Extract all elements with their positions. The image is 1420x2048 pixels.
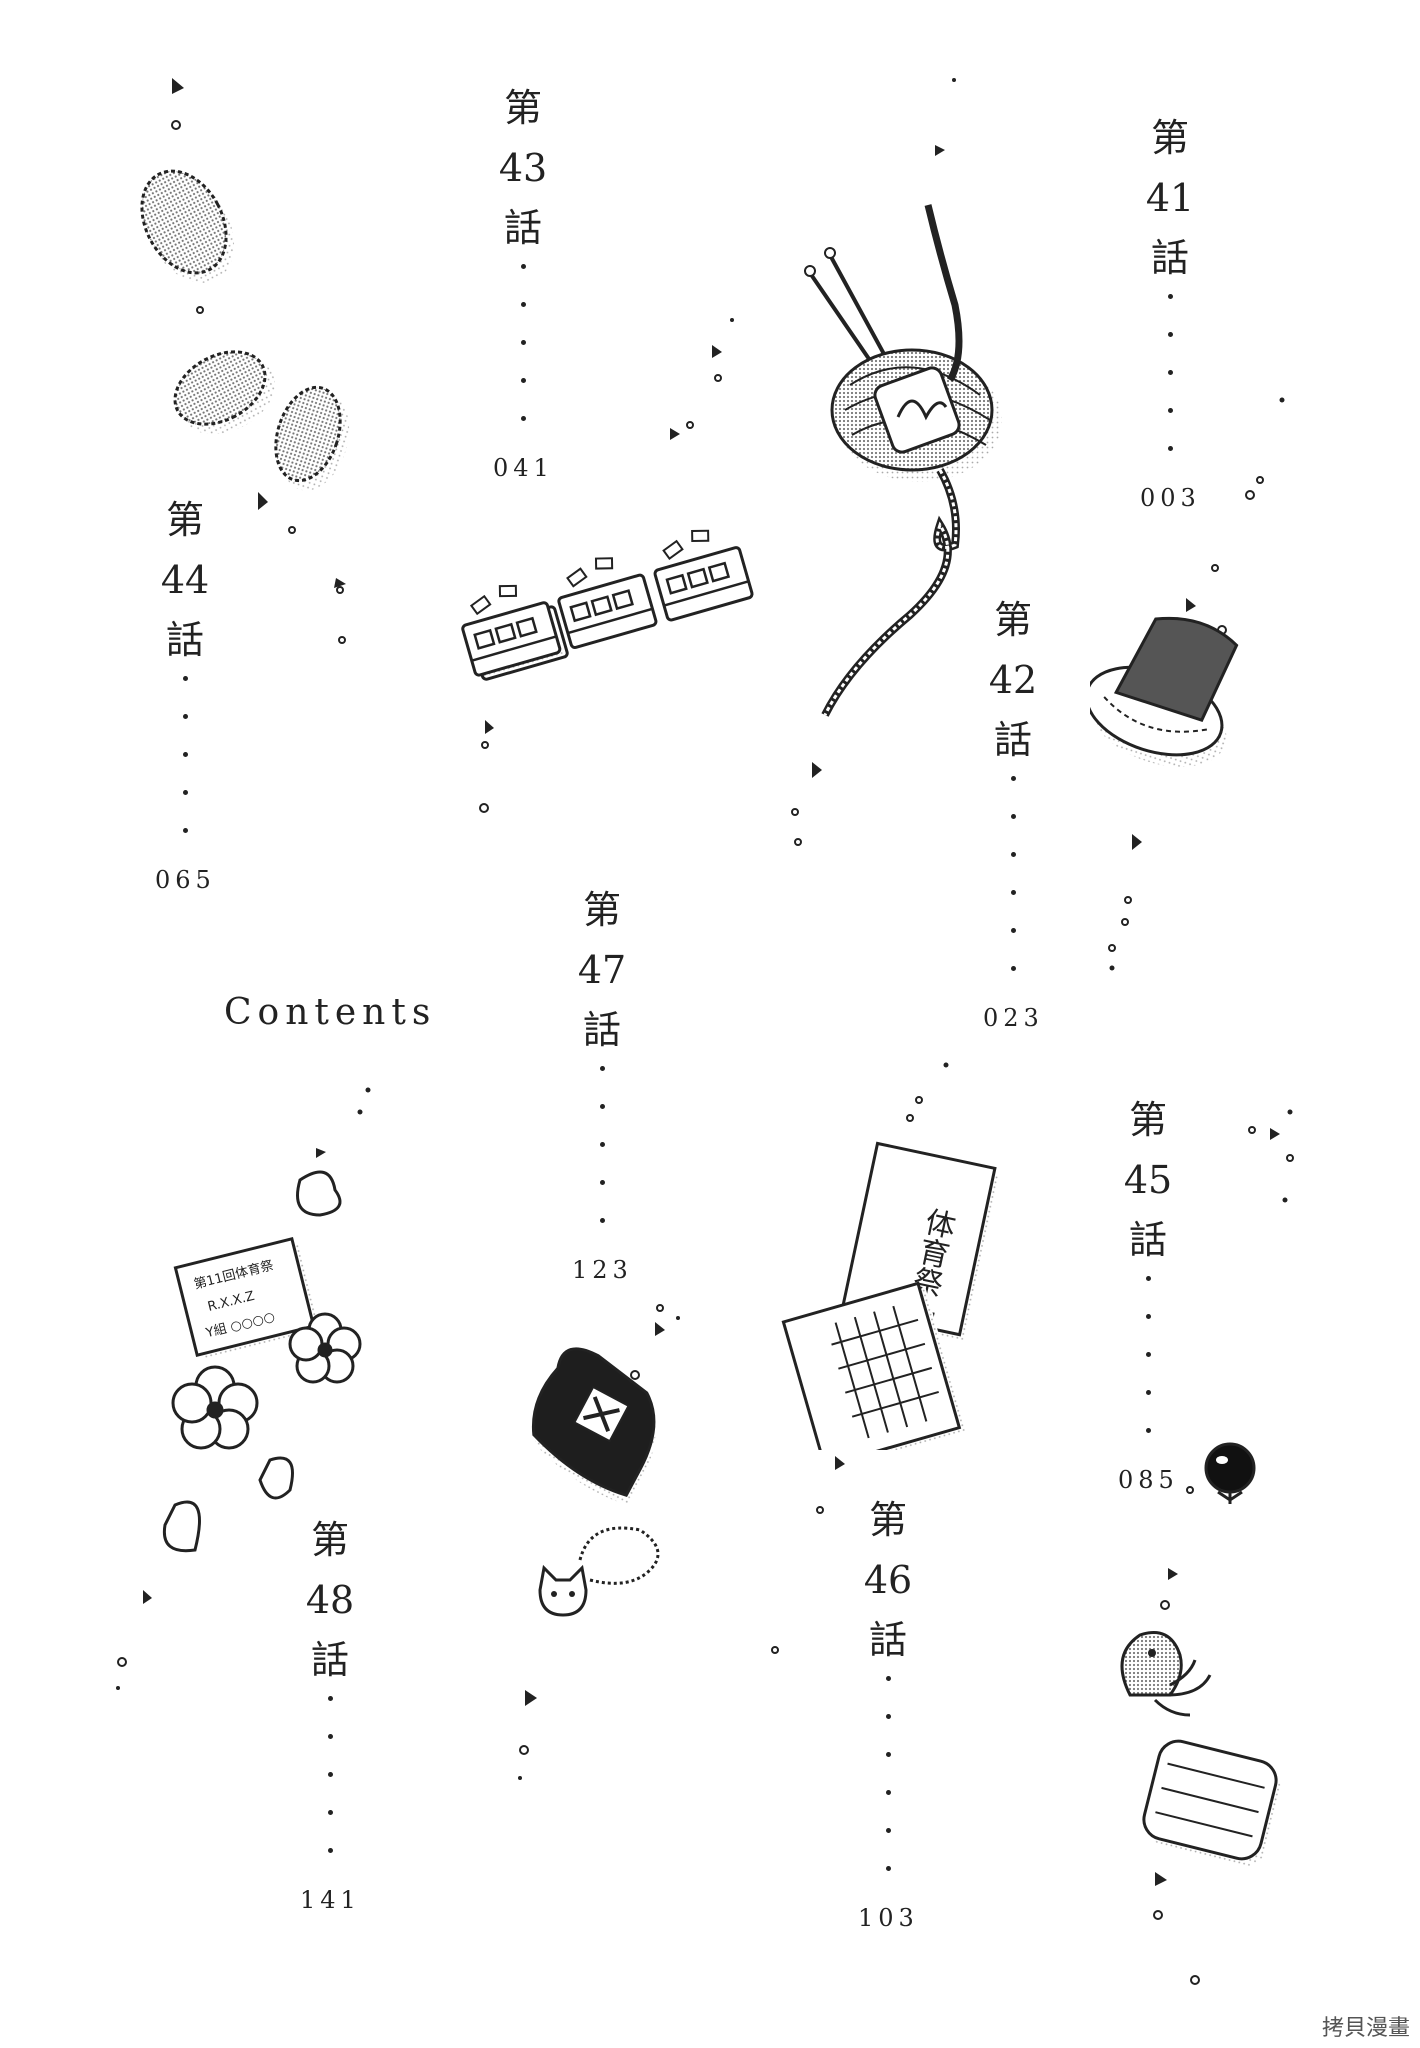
chapter-number: 45 — [1123, 1158, 1173, 1202]
chapter-suffix: 話 — [310, 1638, 349, 1682]
chapter-prefix: 第 — [1150, 116, 1189, 160]
chapter-prefix: 第 — [310, 1518, 349, 1562]
leader-dots — [180, 676, 190, 833]
chapter-prefix: 第 — [165, 498, 204, 542]
chapter-prefix: 第 — [582, 888, 621, 932]
chapter-42-entry[interactable]: 第 42 話 023 — [983, 590, 1043, 1032]
page-number: 141 — [300, 1886, 361, 1914]
chapter-prefix: 第 — [503, 86, 542, 130]
chapter-47-entry[interactable]: 第 47 話 123 — [572, 880, 632, 1284]
sports-festival-papers: 体育祭 実行委員 — [781, 1141, 1000, 1450]
page-number: 003 — [1140, 484, 1201, 512]
chapter-45-entry[interactable]: 第 45 話 085 — [1118, 1090, 1178, 1494]
chapter-suffix: 話 — [165, 618, 204, 662]
chapter-prefix: 第 — [868, 1498, 907, 1542]
chapter-prefix: 第 — [1128, 1098, 1167, 1142]
chapter-number: 46 — [863, 1558, 913, 1602]
chapter-44-entry[interactable]: 第 44 話 065 — [155, 490, 215, 894]
chapter-46-entry[interactable]: 第 46 話 103 — [858, 1490, 918, 1932]
chapter-number: 48 — [305, 1578, 355, 1622]
page-number: 023 — [983, 1004, 1044, 1032]
chapter-suffix: 話 — [868, 1618, 907, 1662]
chapter-43-entry[interactable]: 第 43 話 041 — [493, 78, 553, 482]
chapter-48-entry[interactable]: 第 48 話 141 — [300, 1510, 360, 1914]
page-number: 085 — [1118, 1466, 1179, 1494]
chapter-suffix: 話 — [503, 206, 542, 250]
cat-keychain-illustration — [538, 1526, 660, 1617]
leader-dots — [325, 1696, 335, 1853]
page-number: 065 — [155, 866, 216, 894]
chapter-suffix: 話 — [582, 1008, 621, 1052]
yarn-ball-illustration — [804, 204, 1002, 717]
chapter-suffix: 話 — [1128, 1218, 1167, 1262]
watermark: 拷貝漫畫 — [1321, 2016, 1410, 2041]
stones-illustration — [140, 169, 350, 491]
shoe-illustration — [531, 1347, 656, 1506]
chapter-number: 41 — [1145, 176, 1195, 220]
leader-dots — [518, 264, 528, 421]
chapter-number: 47 — [577, 948, 627, 992]
page-number: 041 — [493, 454, 554, 482]
page-number: 123 — [572, 1256, 633, 1284]
contents-heading: Contents — [224, 992, 437, 1033]
chapter-suffix: 話 — [1150, 236, 1189, 280]
leader-dots — [1165, 294, 1175, 451]
chapter-prefix: 第 — [993, 598, 1032, 642]
page-number: 103 — [858, 1904, 919, 1932]
chapter-number: 42 — [988, 658, 1038, 702]
leader-dots — [1008, 776, 1018, 971]
chapter-number: 44 — [160, 558, 210, 602]
note-and-flowers-illustration: 第11回体育祭 R.X.X.Z Y組 ○○○○ — [162, 1170, 362, 1553]
leader-dots — [883, 1676, 893, 1871]
hat-illustration — [1090, 616, 1239, 767]
fabric-illustration — [1142, 1739, 1281, 1867]
leader-dots — [1143, 1276, 1153, 1433]
chapter-number: 43 — [498, 146, 548, 190]
leader-dots — [597, 1066, 607, 1223]
train-illustration — [461, 529, 754, 681]
chapter-suffix: 話 — [993, 718, 1032, 762]
octopus-illustration — [1120, 1631, 1212, 1717]
tomato-illustration — [1204, 1442, 1256, 1504]
chapter-41-entry[interactable]: 第 41 話 003 — [1140, 108, 1200, 512]
